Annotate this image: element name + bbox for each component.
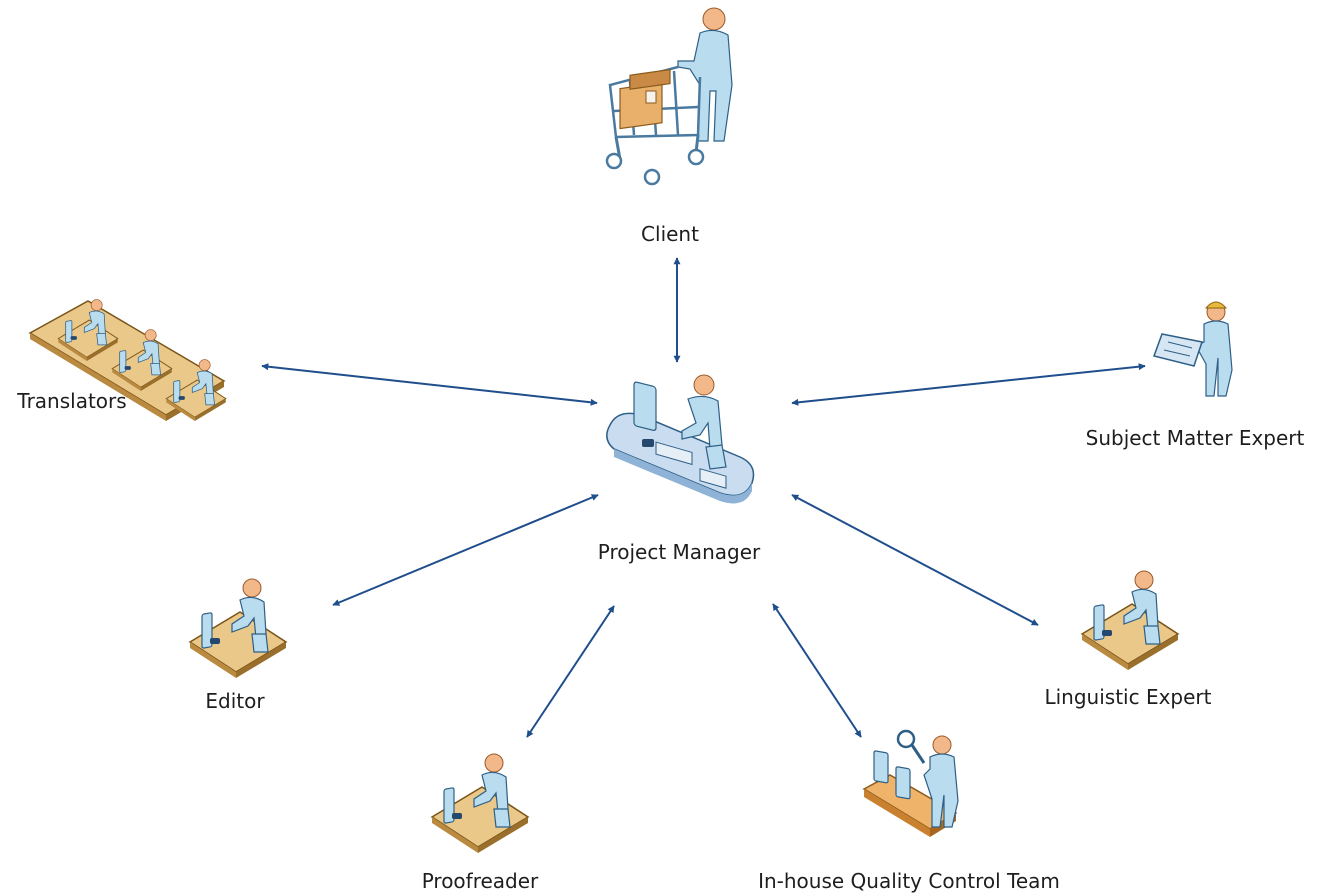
node-label-editor: Editor [205, 689, 265, 713]
desk-computer-person-icon [1081, 570, 1179, 671]
node-label-subject-matter-expert: Subject Matter Expert [1086, 426, 1305, 450]
node-label-translators: Translators [16, 389, 126, 413]
node-label-linguistic-expert: Linguistic Expert [1044, 685, 1211, 709]
quality-inspection-person-icon [862, 729, 959, 837]
connector-quality-control [772, 603, 862, 738]
node-label-client: Client [641, 222, 699, 246]
connector-translators [261, 363, 598, 406]
desk-computer-person-icon [189, 578, 287, 679]
shopping-cart-person-icon [605, 7, 733, 186]
node-label-project-manager: Project Manager [598, 540, 761, 564]
node-label-proofreader: Proofreader [422, 869, 539, 893]
connector-subject-matter-expert [791, 363, 1146, 406]
desk-computer-person-icon [431, 753, 529, 854]
workstation-person-icon [606, 374, 755, 504]
connector-linguistic-expert [791, 494, 1039, 626]
connector-group [261, 257, 1146, 738]
group-workstations-icon [28, 299, 227, 422]
node-label-quality-control: In-house Quality Control Team [758, 869, 1060, 893]
connector-proofreader [526, 605, 615, 738]
person-reading-document-icon [1153, 301, 1233, 397]
connector-editor [332, 494, 599, 606]
